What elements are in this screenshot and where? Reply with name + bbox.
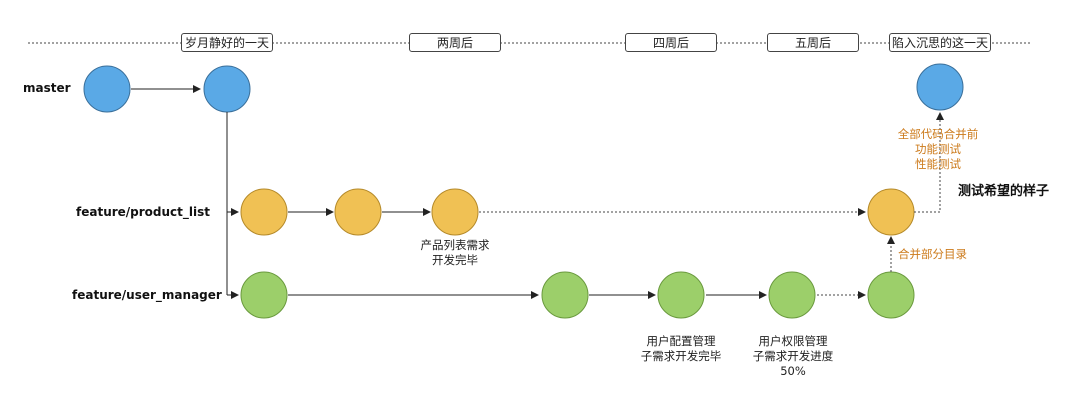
product-commit-3: [431, 188, 479, 236]
timeline-final: 陷入沉思的这一天: [889, 33, 991, 52]
master-commit-2: [203, 65, 251, 113]
user-commit-3: [657, 271, 705, 319]
user-commit-merged: [867, 271, 915, 319]
branch-label-product-list: feature/product_list: [76, 205, 211, 219]
timeline-week5: 五周后: [767, 33, 859, 52]
product-commit-2: [334, 188, 382, 236]
timeline-week2: 两周后: [409, 33, 501, 52]
note-before-merge-line2: 功能测试: [915, 142, 961, 156]
master-commit-final: [916, 63, 964, 111]
user-commit-4: [768, 271, 816, 319]
user-commit-2: [541, 271, 589, 319]
master-commit-1: [83, 65, 131, 113]
note-user-config-line2: 子需求开发完毕: [640, 349, 722, 363]
note-hope: 测试希望的样子: [958, 184, 1050, 199]
note-before-merge-line1: 全部代码合并前: [897, 127, 979, 141]
note-user-config-line1: 用户配置管理: [646, 334, 716, 348]
note-user-permission-line1: 用户权限管理: [758, 334, 828, 348]
timeline-day1: 岁月静好的一天: [181, 33, 273, 52]
merge-to-master-line: [914, 112, 944, 213]
note-user-config: 用户配置管理 子需求开发完毕: [628, 334, 734, 364]
note-user-permission: 用户权限管理 子需求开发进度 50%: [740, 334, 846, 379]
note-user-permission-line3: 50%: [780, 364, 806, 378]
note-product-done-line1: 产品列表需求: [420, 238, 490, 252]
note-before-merge-line3: 性能测试: [915, 157, 961, 171]
branch-label-master: master: [23, 81, 71, 95]
user-commit-1: [240, 271, 288, 319]
note-user-permission-line2: 子需求开发进度: [752, 349, 834, 363]
note-merge-partial: 合并部分目录: [898, 247, 967, 261]
branch-label-user-manager: feature/user_manager: [72, 288, 222, 302]
timeline-week4: 四周后: [625, 33, 717, 52]
note-product-done-line2: 开发完毕: [432, 253, 478, 267]
product-commit-merged: [867, 188, 915, 236]
note-product-done: 产品列表需求 开发完毕: [405, 238, 505, 268]
note-before-merge: 全部代码合并前 功能测试 性能测试: [888, 127, 988, 172]
product-commit-1: [240, 188, 288, 236]
